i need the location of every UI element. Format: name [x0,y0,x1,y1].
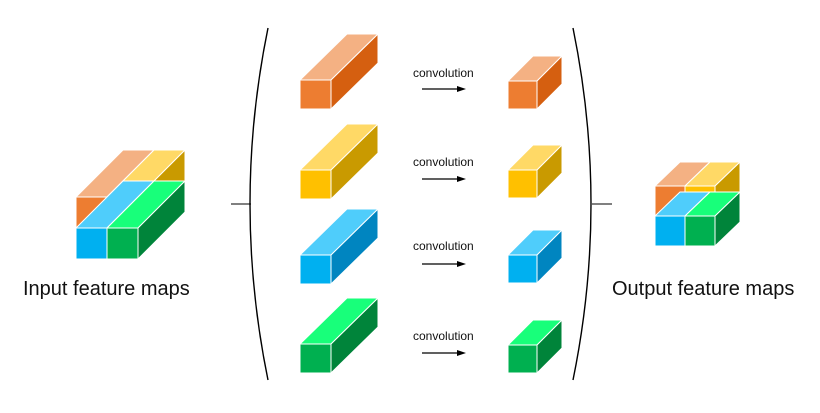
arrow-head [457,86,466,92]
convolution-label-blue: convolution [413,239,474,253]
output-slice-yellow [507,144,563,199]
arrow-orange [422,86,466,92]
input-slice-green-front-face [299,343,332,374]
input-slice-green [299,297,379,374]
output-map-blue-cell-front-face [654,215,686,247]
convolution-label-yellow: convolution [413,155,474,169]
input-slice-yellow-front-face [299,169,332,200]
arrow-green [422,350,466,356]
output-map-green-cell [684,191,741,247]
convolution-label-orange: convolution [413,66,474,80]
right-bracket [572,27,592,381]
input-slice-blue [299,208,379,285]
input-slice-orange [299,33,379,110]
convolution-label-green: convolution [413,329,474,343]
input-feature-map-block [75,149,186,260]
arrow-head [457,261,466,267]
arrow-head [457,176,466,182]
input-caption: Input feature maps [23,278,190,300]
output-slice-yellow-front-face [507,169,538,199]
arrow-blue [422,261,466,267]
input-map-blue-cell-front-face [75,227,108,260]
output-slice-orange-front-face [507,80,538,110]
arrow-head [457,350,466,356]
output-slice-green-front-face [507,344,538,374]
output-slice-green [507,319,563,374]
input-slice-blue-front-face [299,254,332,285]
input-map-green-cell-front-face [106,227,139,260]
input-slice-yellow [299,123,379,200]
input-map-green-cell [106,180,186,260]
output-caption: Output feature maps [612,278,795,300]
arrow-yellow [422,176,466,182]
output-slice-blue [507,229,563,284]
input-slice-orange-front-face [299,79,332,110]
output-feature-map-block [654,161,741,247]
left-bracket [249,27,269,381]
channel-groups [299,33,563,374]
output-slice-orange [507,55,563,110]
output-map-green-cell-front-face [684,215,716,247]
output-slice-blue-front-face [507,254,538,284]
